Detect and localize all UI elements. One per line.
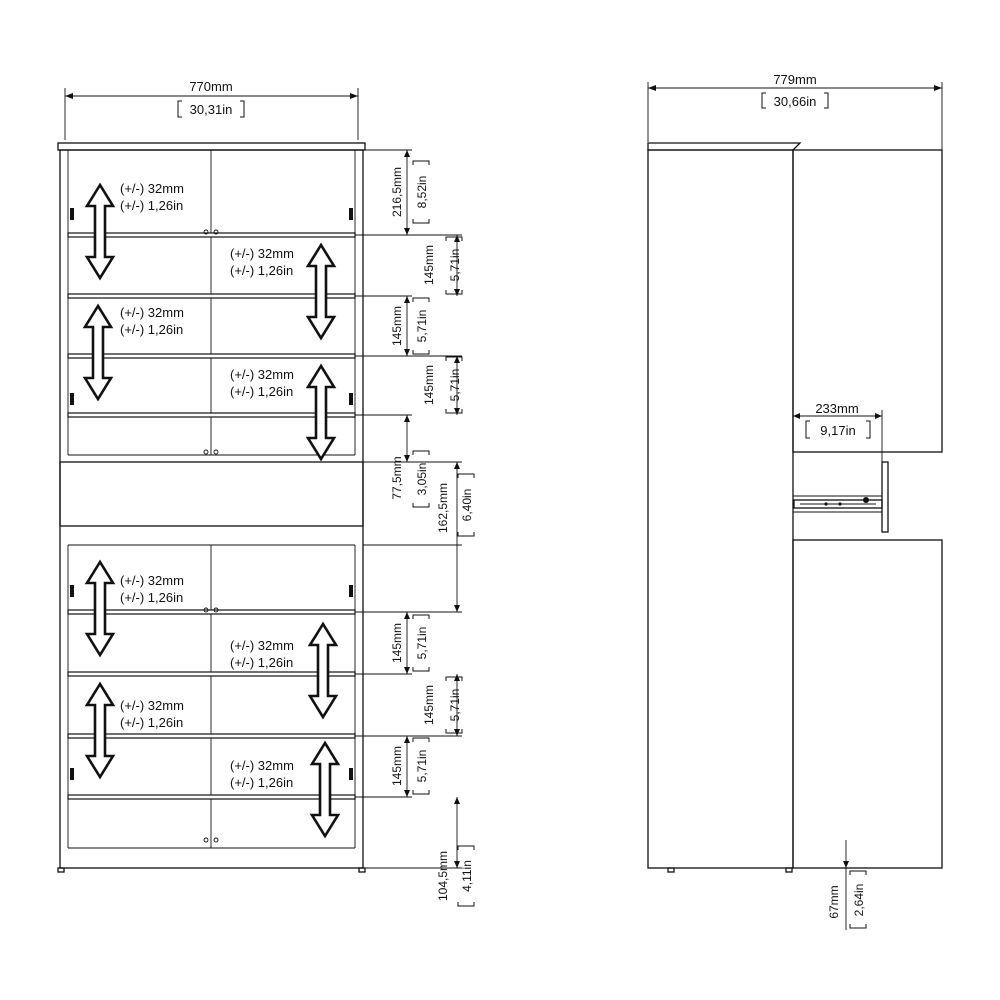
adjust-label-in: (+/-) 1,26in bbox=[120, 322, 183, 337]
plinth-dimension: 67mm 2,64in bbox=[827, 840, 867, 930]
height-dim-6: 162,5mm 6,40in bbox=[436, 473, 475, 537]
height-in: 5,71in bbox=[415, 627, 429, 660]
door-knobs bbox=[203, 229, 219, 843]
height-dim-9: 145mm 5,71in bbox=[390, 737, 430, 795]
vertical-dimension-lines bbox=[404, 150, 460, 868]
height-in: 3,05in bbox=[415, 463, 429, 496]
height-mm: 145mm bbox=[390, 306, 404, 346]
adjust-label-mm: (+/-) 32mm bbox=[230, 638, 294, 653]
double-arrow-icon bbox=[84, 559, 116, 658]
drawer-open bbox=[792, 456, 889, 536]
double-arrow-icon bbox=[305, 363, 337, 462]
hinges bbox=[70, 208, 353, 780]
height-mm: 145mm bbox=[422, 365, 436, 405]
height-mm: 104,5mm bbox=[436, 851, 450, 901]
height-mm: 145mm bbox=[422, 245, 436, 285]
adjust-label-mm: (+/-) 32mm bbox=[120, 698, 184, 713]
plinth-in: 2,64in bbox=[852, 884, 866, 917]
adjust-label-mm: (+/-) 32mm bbox=[120, 573, 184, 588]
double-arrow-icon bbox=[84, 681, 116, 780]
height-in: 5,71in bbox=[448, 689, 462, 722]
front-width-mm: 770mm bbox=[189, 79, 232, 94]
height-in: 6,40in bbox=[460, 489, 474, 522]
double-arrow-icon bbox=[307, 621, 339, 720]
height-dim-4: 145mm 5,71in bbox=[422, 356, 463, 414]
double-arrow-icon bbox=[84, 182, 116, 281]
adjust-arrows bbox=[82, 182, 341, 839]
adjust-label-mm: (+/-) 32mm bbox=[120, 181, 184, 196]
height-in: 4,11in bbox=[460, 860, 474, 892]
adjust-label-in: (+/-) 1,26in bbox=[120, 198, 183, 213]
front-view: 770mm 30,31in bbox=[57, 79, 475, 907]
height-dim-10: 104,5mm 4,11in bbox=[436, 845, 475, 907]
height-mm: 162,5mm bbox=[436, 483, 450, 533]
height-in: 5,71in bbox=[448, 249, 462, 282]
adjust-label-mm: (+/-) 32mm bbox=[230, 367, 294, 382]
height-mm: 77,5mm bbox=[390, 456, 404, 499]
height-dim-3: 145mm 5,71in bbox=[390, 297, 430, 355]
drawer-depth-dimension: 233mm 9,17in bbox=[793, 401, 883, 462]
height-in: 5,71in bbox=[415, 750, 429, 783]
height-dim-8: 145mm 5,71in bbox=[422, 676, 463, 734]
height-mm: 216,5mm bbox=[390, 167, 404, 217]
vertical-dimension-labels: 216,5mm 8,52in 145mm 5,71in 145mm 5,71in… bbox=[390, 160, 475, 907]
height-mm: 145mm bbox=[390, 623, 404, 663]
double-arrow-icon bbox=[305, 242, 337, 341]
side-depth-dimension: 779mm 30,66in bbox=[647, 72, 943, 150]
height-in: 5,71in bbox=[448, 369, 462, 402]
side-depth-mm: 779mm bbox=[773, 72, 816, 87]
height-dim-2: 145mm 5,71in bbox=[422, 236, 463, 295]
adjust-label-in: (+/-) 1,26in bbox=[230, 263, 293, 278]
adjust-label-in: (+/-) 1,26in bbox=[230, 384, 293, 399]
height-dim-7: 145mm 5,71in bbox=[390, 614, 430, 672]
drawer-depth-mm: 233mm bbox=[815, 401, 858, 416]
adjust-label-in: (+/-) 1,26in bbox=[120, 590, 183, 605]
side-view: 779mm 30,66in bbox=[647, 72, 943, 930]
adjust-labels: (+/-) 32mm (+/-) 1,26in (+/-) 32mm (+/-)… bbox=[120, 181, 294, 790]
height-dim-1: 216,5mm 8,52in bbox=[390, 160, 430, 224]
drawer-depth-in: 9,17in bbox=[820, 423, 855, 438]
adjust-label-in: (+/-) 1,26in bbox=[230, 775, 293, 790]
adjust-label-mm: (+/-) 32mm bbox=[230, 246, 294, 261]
adjust-label-mm: (+/-) 32mm bbox=[230, 758, 294, 773]
adjust-label-in: (+/-) 1,26in bbox=[230, 655, 293, 670]
height-in: 8,52in bbox=[415, 176, 429, 209]
height-dim-5: 77,5mm 3,05in bbox=[390, 450, 430, 508]
adjust-label-in: (+/-) 1,26in bbox=[120, 715, 183, 730]
side-depth-in: 30,66in bbox=[774, 94, 817, 109]
double-arrow-icon bbox=[309, 740, 341, 839]
extension-lines bbox=[355, 149, 462, 869]
height-in: 5,71in bbox=[415, 310, 429, 343]
front-width-dimension: 770mm 30,31in bbox=[64, 79, 359, 140]
double-arrow-icon bbox=[82, 303, 114, 402]
height-mm: 145mm bbox=[422, 685, 436, 725]
plinth-mm: 67mm bbox=[827, 885, 841, 918]
front-width-in: 30,31in bbox=[190, 102, 233, 117]
height-mm: 145mm bbox=[390, 746, 404, 786]
adjust-label-mm: (+/-) 32mm bbox=[120, 305, 184, 320]
